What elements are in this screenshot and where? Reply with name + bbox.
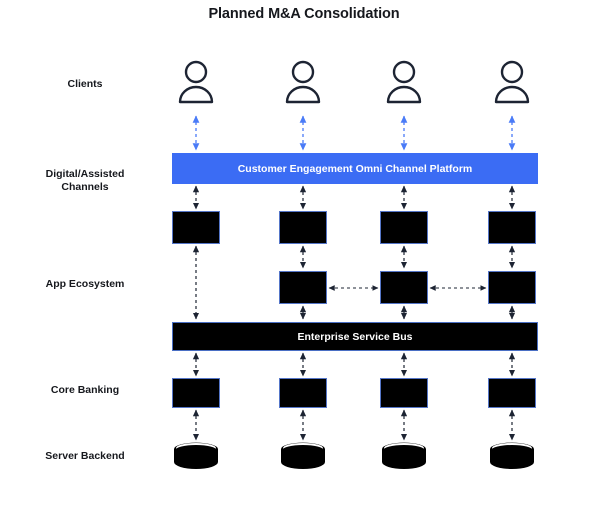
person-icon: [384, 58, 424, 104]
row-label-core-banking: Core Banking: [50, 384, 120, 396]
arrows-clients-to-platform: [192, 115, 516, 151]
database-cylinder-icon: [381, 442, 427, 470]
core-banking-node-box[interactable]: [380, 378, 428, 408]
row-label-app-ecosystem: App Ecosystem: [45, 278, 125, 290]
channel-node-box[interactable]: [172, 211, 220, 244]
arrows-platform-to-channels: [192, 185, 516, 210]
channel-node-box[interactable]: [488, 211, 536, 244]
row-label-digital-line2: Channels: [61, 181, 109, 193]
arrows-esb-to-core: [192, 352, 516, 377]
customer-engagement-platform-bar[interactable]: Customer Engagement Omni Channel Platfor…: [172, 153, 538, 184]
channel-node-box[interactable]: [279, 211, 327, 244]
channel-node-box[interactable]: [380, 211, 428, 244]
enterprise-service-bus-bar[interactable]: Enterprise Service Bus: [172, 322, 538, 351]
app-node-box[interactable]: [488, 271, 536, 304]
arrows-core-to-server: [192, 409, 516, 441]
core-banking-node-box[interactable]: [279, 378, 327, 408]
platform-bar-label: Customer Engagement Omni Channel Platfor…: [237, 162, 473, 175]
row-label-server-backend: Server Backend: [45, 450, 125, 462]
core-banking-node-box[interactable]: [172, 378, 220, 408]
arrows-channels-to-apps: [299, 245, 516, 269]
database-cylinder-icon: [489, 442, 535, 470]
person-icon: [176, 58, 216, 104]
database-cylinder-icon: [173, 442, 219, 470]
app-node-box[interactable]: [279, 271, 327, 304]
person-icon: [283, 58, 323, 104]
row-label-clients: Clients: [67, 78, 103, 90]
esb-bar-label: Enterprise Service Bus: [297, 330, 413, 343]
database-cylinder-icon: [280, 442, 326, 470]
arrows-apps-to-esb: [299, 305, 516, 320]
row-label-digital-assisted-channels: Digital/Assisted Channels: [10, 168, 160, 194]
app-node-box[interactable]: [380, 271, 428, 304]
page-title: Planned M&A Consolidation: [208, 6, 400, 22]
person-icon: [492, 58, 532, 104]
core-banking-node-box[interactable]: [488, 378, 536, 408]
row-label-digital-line1: Digital/Assisted: [45, 168, 125, 180]
